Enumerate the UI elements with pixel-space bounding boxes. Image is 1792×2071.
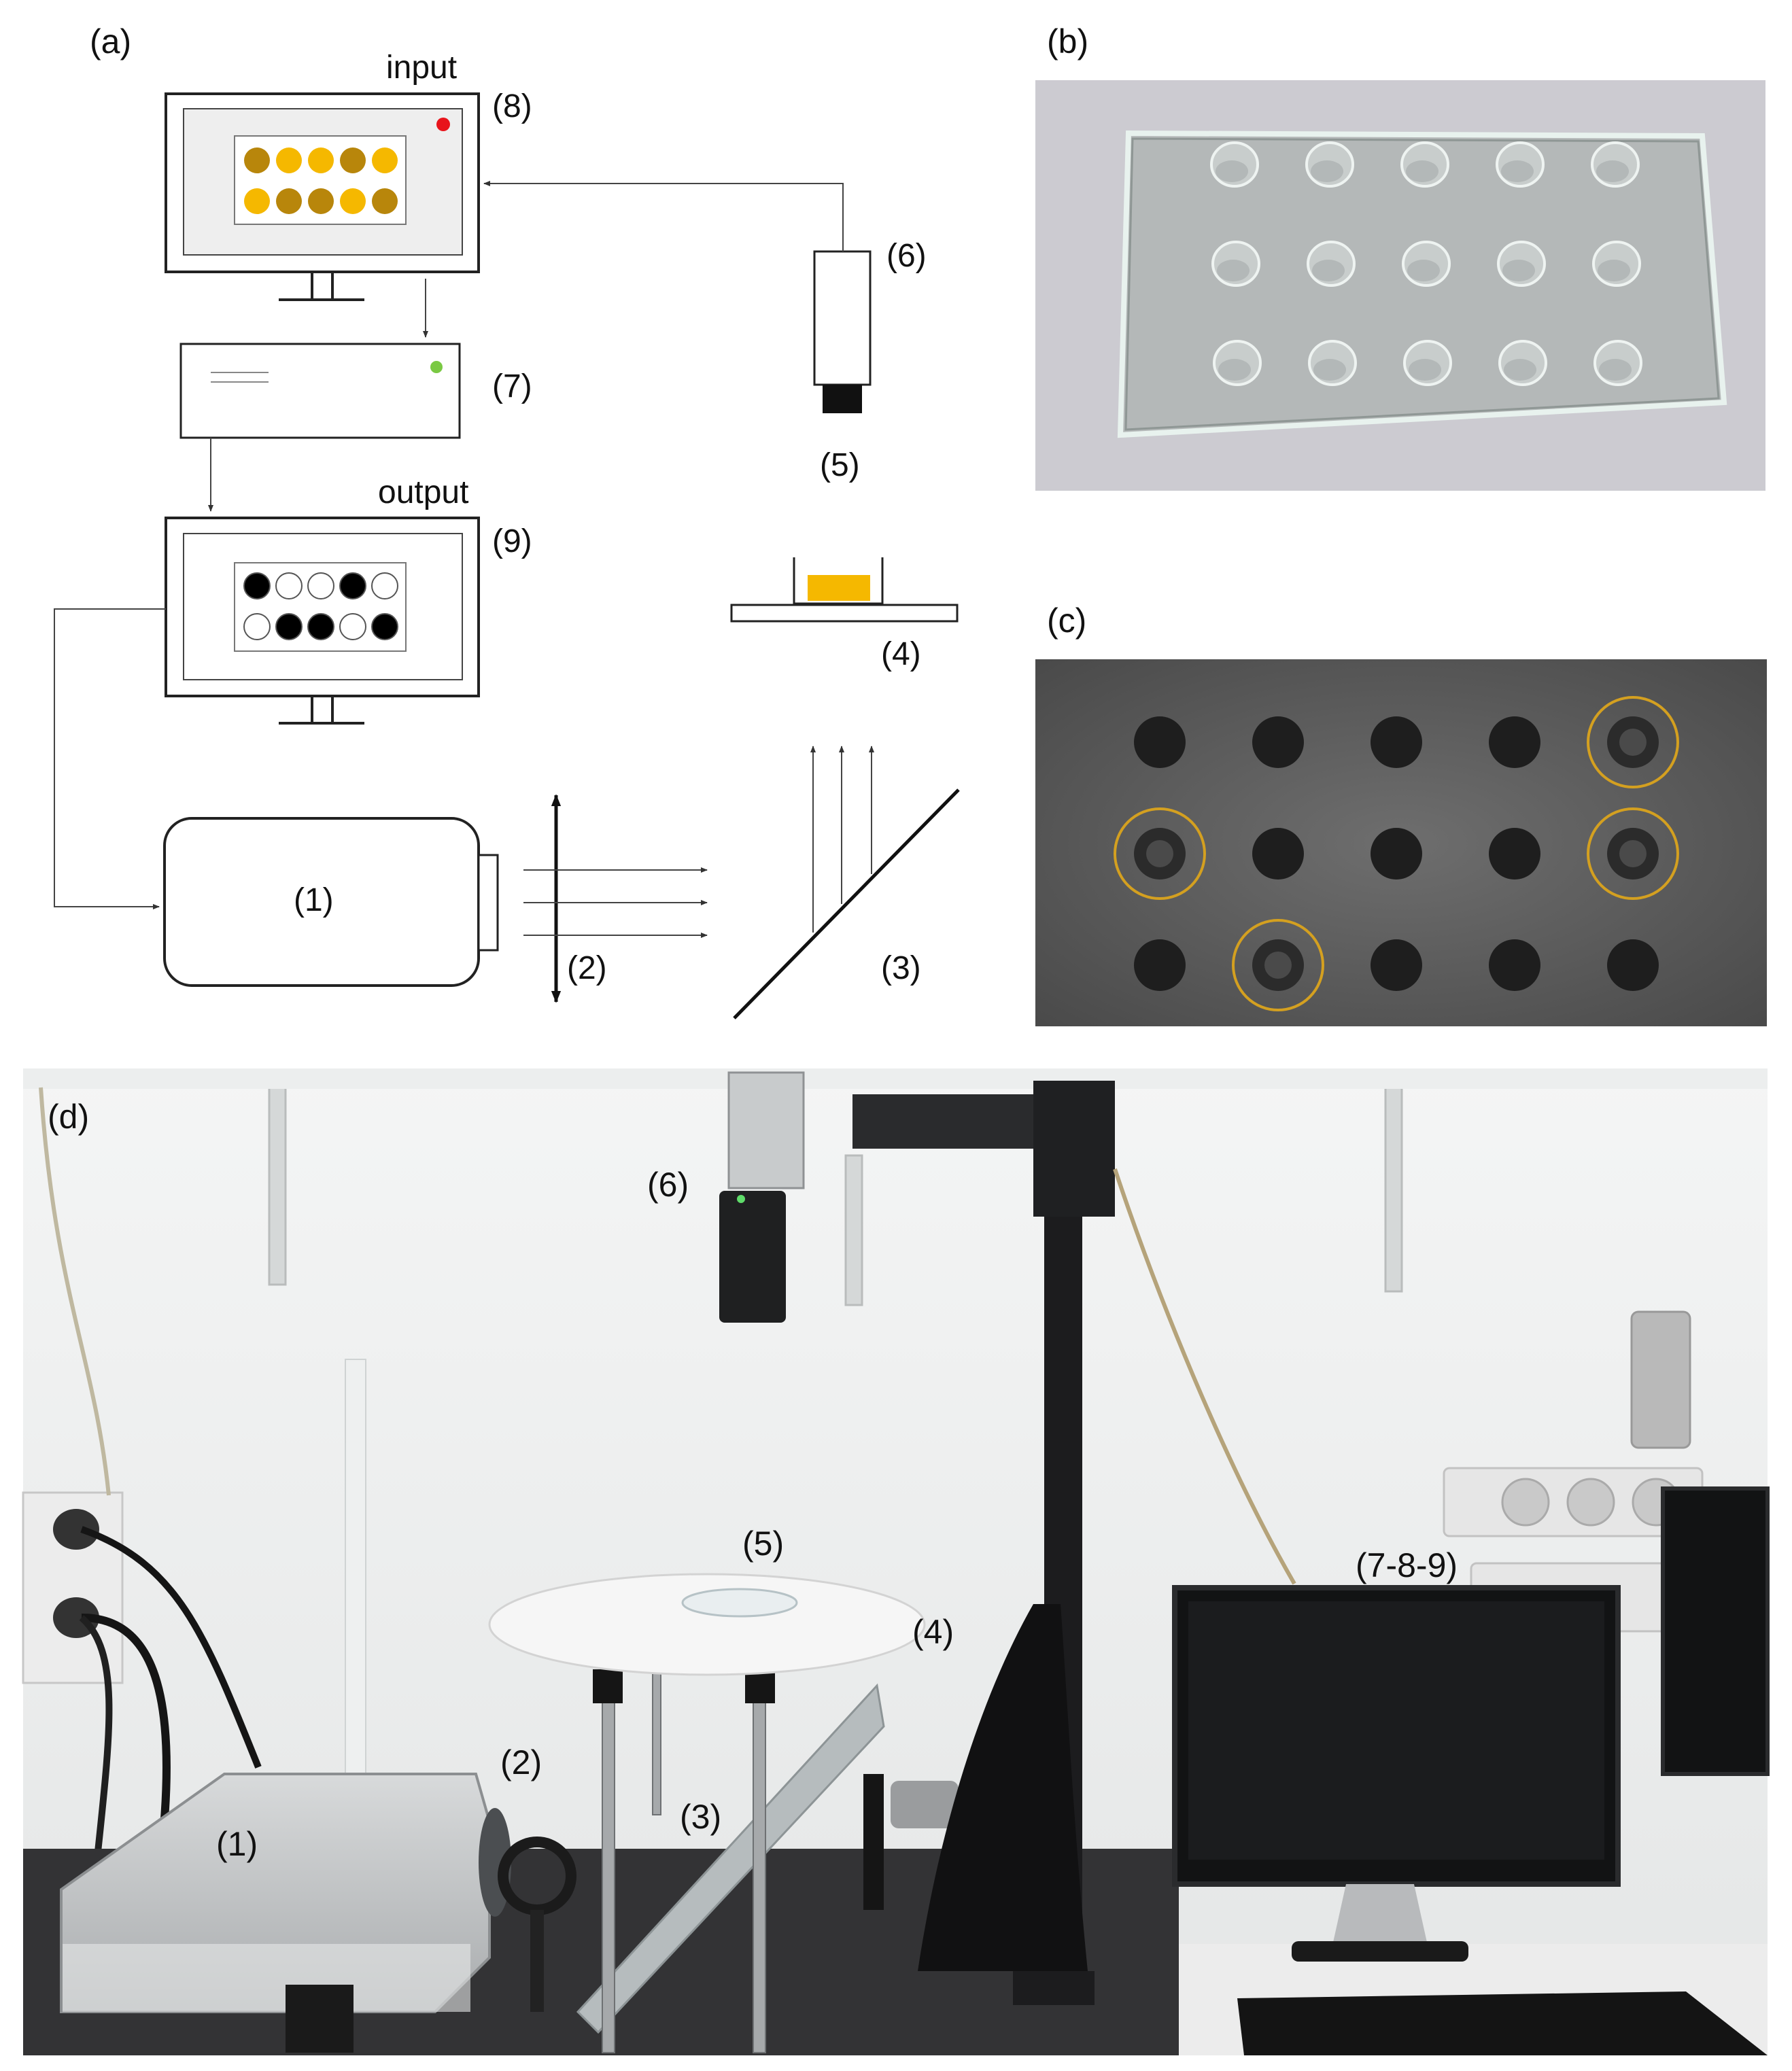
label-8: (8)	[492, 88, 532, 124]
computer-unit	[179, 343, 461, 439]
photo-label-1: (1)	[216, 1825, 258, 1863]
photo-label-5: (5)	[742, 1525, 784, 1563]
label-2: (2)	[567, 950, 607, 986]
captured-well	[1252, 716, 1304, 768]
stage-plate-photo	[488, 1573, 926, 1676]
photo-label-6: (6)	[647, 1166, 689, 1204]
input-dot	[308, 188, 334, 214]
panel-c-photo: (c)	[1035, 602, 1767, 1026]
photo-label-2: (2)	[500, 1743, 542, 1781]
input-dot	[308, 147, 334, 173]
input-dot	[276, 147, 302, 173]
black-cloth	[918, 1604, 1088, 1971]
captured-well	[1489, 939, 1540, 991]
panel-b-label: (b)	[1047, 22, 1088, 60]
petri-dish-photo	[681, 1588, 798, 1618]
output-dot	[339, 572, 366, 599]
output-dot	[275, 572, 303, 599]
input-label: input	[386, 50, 457, 86]
indicator-red-dot	[436, 118, 450, 131]
light-beams	[523, 746, 874, 938]
input-dot	[244, 147, 270, 173]
projector-schematic	[163, 817, 499, 987]
label-5: (5)	[820, 447, 860, 483]
mirror-photo	[576, 1683, 885, 2034]
label-3: (3)	[881, 950, 921, 986]
photo-label-4: (4)	[912, 1613, 954, 1651]
captured-wells	[1114, 696, 1679, 1011]
panel-c-label: (c)	[1047, 602, 1086, 640]
glass-slide-wells	[1210, 141, 1642, 386]
output-dot	[371, 613, 398, 640]
output-dot	[339, 613, 366, 640]
panel-d-label: (d)	[48, 1098, 89, 1136]
camera-schematic	[813, 250, 872, 413]
output-dot	[307, 613, 334, 640]
panel-d-photo: (d) (1) (2) (3) (4) (5) (6) (7-8-9)	[22, 1068, 1770, 2055]
input-dot	[372, 147, 398, 173]
captured-well	[1607, 939, 1659, 991]
input-dot	[244, 188, 270, 214]
captured-well	[1134, 716, 1186, 768]
output-dot	[275, 613, 303, 640]
camera-arm-photo	[852, 1081, 1115, 2005]
input-pattern	[244, 147, 398, 214]
output-pattern	[243, 572, 398, 640]
panel-a-schematic: (a) input (8) (7)	[54, 22, 960, 1020]
panel-b-photo: (b)	[1035, 22, 1765, 491]
output-monitor	[165, 517, 480, 725]
captured-well	[1371, 939, 1422, 991]
output-dot	[307, 572, 334, 599]
indicator-green-dot	[430, 361, 443, 373]
photo-label-7-8-9: (7-8-9)	[1356, 1546, 1458, 1584]
mirror-schematic	[733, 788, 960, 1020]
output-dot	[243, 613, 271, 640]
label-6: (6)	[886, 238, 927, 274]
captured-well	[1489, 716, 1540, 768]
label-7: (7)	[492, 368, 532, 404]
input-dot	[340, 188, 366, 214]
input-monitor	[165, 92, 480, 301]
panel-a-label: (a)	[90, 22, 131, 60]
highlight-circle	[1232, 919, 1324, 1011]
input-dot	[276, 188, 302, 214]
connections	[54, 181, 844, 909]
stage-schematic	[730, 557, 959, 623]
input-dot	[340, 147, 366, 173]
captured-well	[1489, 828, 1540, 880]
highlight-circle	[1587, 807, 1679, 900]
photo-label-3: (3)	[680, 1798, 721, 1836]
output-label: output	[378, 474, 468, 510]
projector-photo	[60, 1773, 511, 2053]
captured-well	[1134, 939, 1186, 991]
captured-well	[1252, 828, 1304, 880]
highlight-circle	[1114, 807, 1206, 900]
highlight-circle	[1587, 696, 1679, 788]
captured-well	[1371, 716, 1422, 768]
label-1: (1)	[294, 882, 334, 918]
captured-well	[1371, 828, 1422, 880]
label-9: (9)	[492, 523, 532, 559]
output-dot	[243, 572, 271, 599]
output-dot	[371, 572, 398, 599]
sample	[808, 575, 870, 601]
label-4: (4)	[881, 636, 921, 672]
keyboard-photo	[1237, 1991, 1768, 2055]
pc-monitor-photo	[1172, 1486, 1770, 1962]
input-dot	[372, 188, 398, 214]
camera-photo	[719, 1071, 805, 1323]
